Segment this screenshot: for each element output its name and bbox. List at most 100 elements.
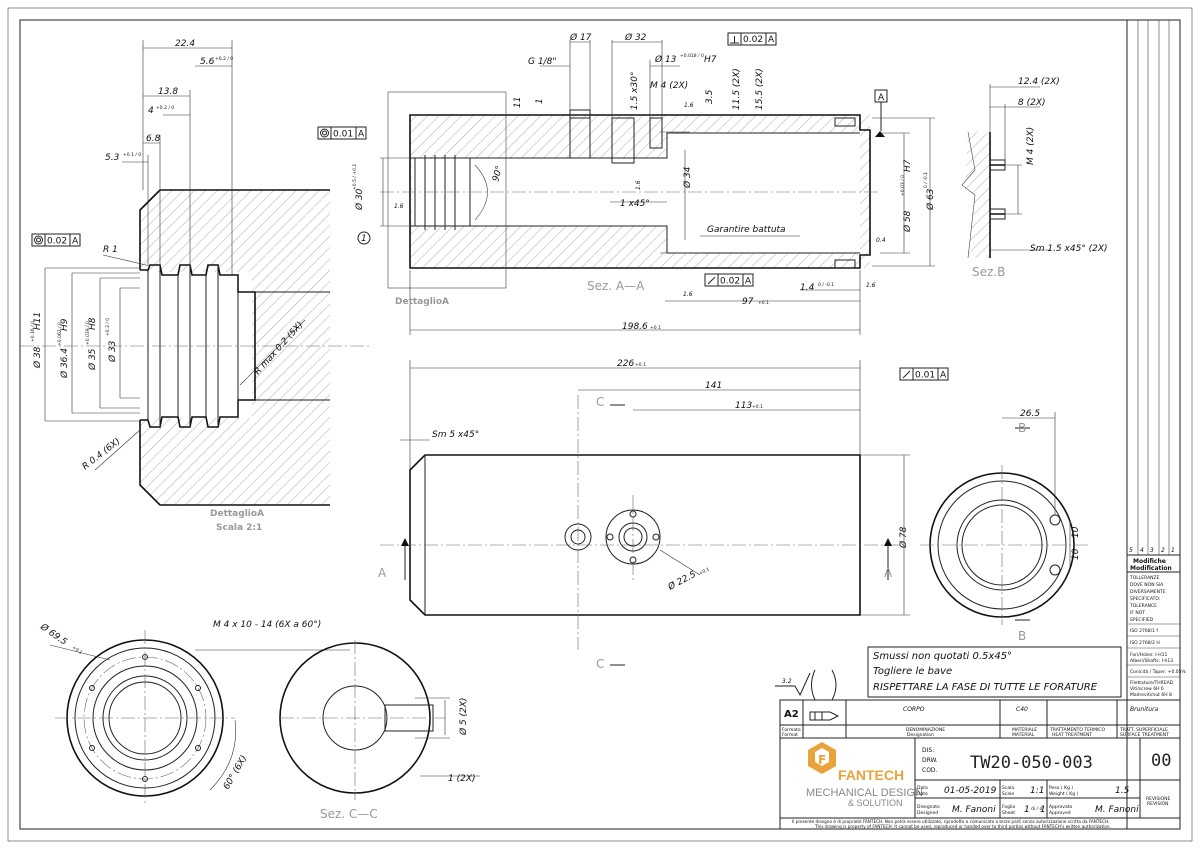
- dim-dia-58-tol: +0.03 / 0: [900, 175, 906, 196]
- footer-it: Il presente disegno è di proprietà FANTE…: [792, 819, 1109, 824]
- concentricity-frame-aa: 0.01 A: [317, 126, 367, 140]
- logo-f-icon: F: [818, 753, 826, 767]
- roughness-0-4: 0.4: [876, 237, 886, 244]
- tol-en-1: TOLERANCE: [1129, 603, 1157, 609]
- surface-label-it: TRATT. SUPERFICIALE: [1119, 727, 1168, 733]
- title-block: A2 Formato Format CORPO DENOMINAZIONE De…: [779, 699, 1181, 830]
- note-line-1: Smussi non quotati 0.5x45°: [873, 651, 1012, 662]
- conicita: Conicità / Taper: +0.05%: [1130, 668, 1187, 675]
- weight-value: 1.5: [1115, 786, 1130, 796]
- roughness-1-6-bottom: 1.6: [683, 291, 693, 298]
- filettature-3: Madreviti/nut 6H 8: [1130, 692, 1172, 698]
- date-label-it: Data: [917, 785, 928, 791]
- scale-label-it: Scala: [1002, 785, 1014, 791]
- fori-1: Fori/Holes: I-H11: [1130, 652, 1167, 658]
- filettature-2: Viti/screw 6H 6: [1130, 686, 1164, 692]
- filettature-1: Filettature/THREAD: [1130, 680, 1174, 686]
- dim-5-6-tol: +0.2 / 0: [215, 56, 233, 62]
- dim-10-a: 10: [1071, 526, 1081, 538]
- dim-22-4: 22.4: [175, 39, 195, 49]
- label-b-top: B: [1018, 421, 1026, 435]
- weight-label-en: Weight ( Kg ): [1049, 791, 1079, 797]
- drawn-value: M. Fanoni: [952, 805, 996, 815]
- rev-col-1: 5: [1129, 547, 1133, 554]
- dim-6-8: 6.8: [146, 134, 161, 144]
- iso-2768-2: ISO 2768/2 H: [1130, 640, 1160, 646]
- dim-10-b: 10: [1071, 548, 1081, 560]
- svg-text:0.01: 0.01: [333, 130, 353, 140]
- dim-dia-35-fit: H8: [88, 317, 98, 330]
- drawn-label-it: Disegnato: [917, 804, 940, 810]
- approved-label-it: Approvato: [1049, 804, 1072, 810]
- end-view: 26.5 10 10 B B: [920, 409, 1090, 643]
- dim-113-tol: +0.1: [752, 404, 763, 410]
- sheet-of: di / of: [1031, 806, 1044, 812]
- section-c-c-view: Ø 5 (2X) 1 (2X) Sez. C—C: [279, 640, 480, 821]
- svg-text:0.02: 0.02: [47, 237, 67, 247]
- date-value: 01-05-2019: [944, 786, 997, 796]
- dim-sm-5: Sm 5 x45°: [432, 430, 479, 440]
- dim-dia-22-5-tol: +0.1: [698, 566, 711, 576]
- dim-5-3-tol: +0.1 / 0: [123, 152, 141, 158]
- dim-4-tol: +0.2 / 0: [156, 105, 174, 111]
- dim-dia-22-5: Ø 22.5: [665, 569, 698, 593]
- dim-dia-58-fit: H7: [903, 159, 913, 172]
- dim-1-4: 1.4: [800, 283, 815, 293]
- rev-col-3: 3: [1150, 547, 1154, 554]
- detail-a-view: 22.4 5.6 +0.2 / 0 13.8 4 +0.2 / 0 6.8 5.…: [20, 39, 370, 533]
- dim-sm-1-5: Sm 1.5 x45° (2X): [1030, 244, 1108, 254]
- part-name: CORPO: [903, 706, 925, 713]
- dis-label: DIS.: [922, 747, 934, 754]
- fori-2: Alberi/Shafts: I-h13: [1130, 658, 1173, 664]
- dim-dia-32: Ø 32: [624, 32, 647, 43]
- dim-dia-13-tol: +0.018 / 0: [680, 53, 704, 59]
- name-label-en: Designation: [907, 732, 934, 738]
- sheets-value: 1: [1040, 805, 1046, 815]
- dim-26-5: 26.5: [1020, 409, 1040, 419]
- tol-it-4: SPECIFICATO:: [1130, 596, 1160, 602]
- revision-label-en: REVISION: [1147, 801, 1168, 807]
- cone-symbol-icon: [809, 711, 840, 721]
- heat-label-en: HEAT TREATMENT: [1052, 732, 1092, 738]
- rev-col-2: 4: [1140, 547, 1144, 554]
- scale-value: 1:1: [1030, 786, 1044, 796]
- dim-dia-69-5: Ø 69.5: [37, 621, 69, 648]
- section-a-a-title: Sez. A—A: [587, 279, 645, 293]
- sheet-value: 1: [1024, 805, 1030, 815]
- dim-11: 11: [513, 97, 523, 108]
- company-name: FANTECH: [838, 767, 904, 783]
- sheet-label-it: Foglio: [1002, 804, 1016, 810]
- drawing-code: TW20-050-003: [970, 753, 1093, 773]
- svg-text:A: A: [72, 237, 79, 247]
- dim-1-2x: 1 (2X): [448, 774, 476, 784]
- material-value: C40: [1016, 706, 1028, 713]
- rev-col-4: 2: [1161, 547, 1165, 554]
- dim-60-deg: 60° (6X): [222, 754, 250, 792]
- surface-label-en: SURFACE TREATMENT: [1120, 732, 1169, 738]
- dim-dia-36-4-tol: +0.062 / 0: [57, 322, 63, 346]
- svg-text:A: A: [768, 35, 775, 45]
- tol-it-1: TOLLERANZE: [1129, 575, 1160, 581]
- detail-a-scale: Scala 2:1: [216, 523, 262, 533]
- dim-dia-17: Ø 17: [569, 32, 592, 43]
- svg-text:A: A: [745, 277, 752, 287]
- detail-label: DettaglioA: [395, 297, 449, 307]
- note-line-3: RISPETTARE LA FASE DI TUTTE LE FORATURE: [873, 682, 1098, 693]
- dim-dia-63-tol: 0 / -0.1: [923, 172, 929, 188]
- format-label-en: Format: [782, 732, 798, 738]
- detail-callout: 1: [361, 234, 367, 244]
- revision-label-it: REVISIONE: [1146, 796, 1170, 802]
- dim-dia-33-tol: +0.2 / 0: [105, 318, 111, 336]
- revision-block: 5 4 3 2 1 Modifiche Modification TOLLERA…: [1126, 19, 1187, 829]
- modifiche-label: Modifiche: [1133, 558, 1166, 565]
- section-a-a-view: A Ø 17 Ø 32 G 1/8" Ø 13 +0.018 / 0 H7: [317, 32, 936, 335]
- dim-11-5: 11.5 (2X): [732, 68, 742, 110]
- material-label-en: MATERIAL: [1012, 732, 1035, 738]
- dim-dia-13-fit: H7: [704, 55, 717, 65]
- iso-2768-1: ISO 2768/1 f: [1130, 628, 1158, 634]
- approved-label-en: Approved: [1049, 810, 1071, 816]
- roughness-1-6-left: 1.6: [394, 203, 404, 210]
- dim-5-3: 5.3: [105, 153, 120, 163]
- dim-dia-58: Ø 58: [902, 210, 913, 233]
